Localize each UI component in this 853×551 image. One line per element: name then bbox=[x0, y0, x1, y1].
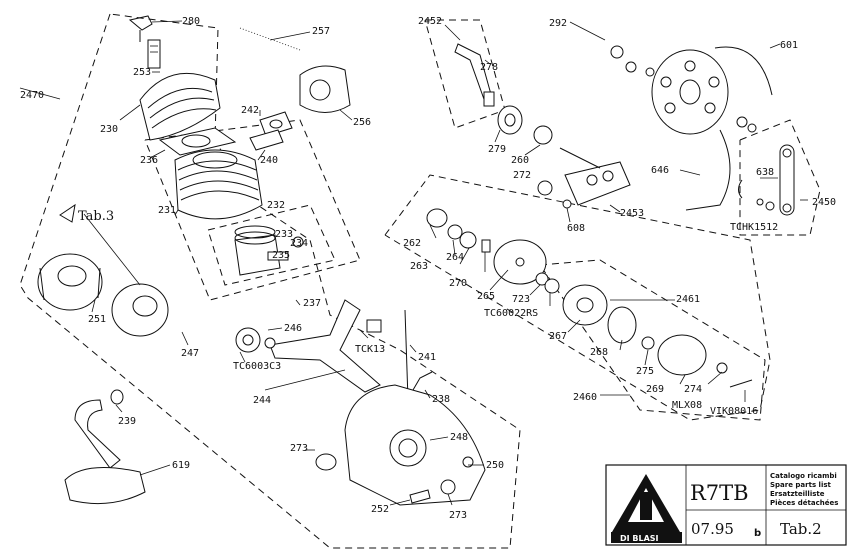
label-256: 256 bbox=[353, 117, 371, 128]
label-246: 246 bbox=[284, 323, 302, 334]
label-2460: 2460 bbox=[573, 392, 597, 403]
intake-gasket-part bbox=[249, 111, 293, 151]
label-tck13: TCK13 bbox=[355, 344, 385, 355]
part-labels: 280 257 2452 292 601 253 278 2470 256 23… bbox=[20, 16, 836, 521]
label-tc60022rs: TC60022RS bbox=[484, 308, 538, 319]
label-250: 250 bbox=[486, 460, 504, 471]
label-252: 252 bbox=[371, 504, 389, 515]
catalog-line-3: Ersatzteilliste bbox=[770, 490, 825, 498]
label-251: 251 bbox=[88, 314, 106, 325]
label-248: 248 bbox=[450, 432, 468, 443]
chain-tensioner-part bbox=[738, 144, 795, 216]
label-273-lower: 273 bbox=[449, 510, 467, 521]
label-269: 269 bbox=[646, 384, 664, 395]
label-272: 272 bbox=[513, 170, 531, 181]
label-234: 234 bbox=[290, 238, 308, 249]
label-262: 262 bbox=[403, 238, 421, 249]
crankshaft-part bbox=[235, 299, 409, 401]
label-247: 247 bbox=[181, 348, 199, 359]
label-237: 237 bbox=[303, 298, 321, 309]
label-tc6003c3: TC6003C3 bbox=[233, 361, 281, 372]
spark-plug-part bbox=[128, 15, 161, 69]
catalog-line-1: Catalogo ricambi bbox=[770, 472, 837, 480]
label-646: 646 bbox=[651, 165, 669, 176]
label-280: 280 bbox=[182, 16, 200, 27]
label-2453: 2453 bbox=[620, 208, 644, 219]
cylinder-head-part bbox=[139, 72, 221, 141]
label-267: 267 bbox=[549, 331, 567, 342]
edition-suffix: b bbox=[754, 528, 761, 539]
leader-lines bbox=[19, 20, 808, 506]
cylinder-part bbox=[174, 149, 263, 220]
label-235: 235 bbox=[272, 250, 290, 261]
crankcase-part bbox=[315, 371, 486, 506]
tab3-reference: Tab.3 bbox=[78, 209, 114, 224]
table-number: Tab.2 bbox=[780, 520, 822, 538]
transmission-part bbox=[426, 208, 753, 388]
label-619: 619 bbox=[172, 460, 190, 471]
label-264: 264 bbox=[446, 252, 464, 263]
exhaust-part bbox=[64, 389, 146, 505]
label-257: 257 bbox=[312, 26, 330, 37]
di-blasi-logo: DI BLASI bbox=[611, 474, 682, 543]
label-2452: 2452 bbox=[418, 16, 442, 27]
label-242: 242 bbox=[241, 105, 259, 116]
label-263: 263 bbox=[410, 261, 428, 272]
label-238: 238 bbox=[432, 394, 450, 405]
label-268: 268 bbox=[590, 347, 608, 358]
label-601: 601 bbox=[780, 40, 798, 51]
label-638: 638 bbox=[756, 167, 774, 178]
title-block: DI BLASI R7TB Catalogo ricambi Spare par… bbox=[605, 464, 847, 546]
label-2450: 2450 bbox=[812, 197, 836, 208]
label-278: 278 bbox=[480, 62, 498, 73]
label-mlx08: MLX08 bbox=[672, 400, 702, 411]
label-241: 241 bbox=[418, 352, 436, 363]
label-vik08016: VIK08016 bbox=[710, 406, 758, 417]
logo-text: DI BLASI bbox=[620, 534, 659, 543]
label-265: 265 bbox=[477, 291, 495, 302]
piston-part bbox=[234, 225, 304, 276]
label-253: 253 bbox=[133, 67, 151, 78]
label-2461: 2461 bbox=[676, 294, 700, 305]
catalog-line-2: Spare parts list bbox=[770, 481, 832, 489]
kickstart-part bbox=[454, 43, 572, 209]
label-608: 608 bbox=[567, 223, 585, 234]
label-tchk1512: TCHK1512 bbox=[730, 222, 778, 233]
label-292: 292 bbox=[549, 18, 567, 29]
label-270: 270 bbox=[449, 278, 467, 289]
label-239: 239 bbox=[118, 416, 136, 427]
label-230: 230 bbox=[100, 124, 118, 135]
head-gasket-part bbox=[158, 127, 237, 156]
label-274: 274 bbox=[684, 384, 702, 395]
model-code: R7TB bbox=[690, 481, 749, 505]
label-231: 231 bbox=[158, 205, 176, 216]
label-244: 244 bbox=[253, 395, 271, 406]
label-723: 723 bbox=[512, 294, 530, 305]
label-2470: 2470 bbox=[20, 90, 44, 101]
label-236: 236 bbox=[140, 155, 158, 166]
flywheel-part bbox=[37, 203, 169, 337]
edition-date: 07.95 bbox=[691, 520, 734, 538]
label-240: 240 bbox=[260, 155, 278, 166]
label-273-upper: 273 bbox=[290, 443, 308, 454]
label-275: 275 bbox=[636, 366, 654, 377]
label-232: 232 bbox=[267, 200, 285, 211]
label-279: 279 bbox=[488, 144, 506, 155]
rear-hub-part bbox=[610, 45, 773, 211]
sector-gear-part bbox=[559, 147, 631, 206]
catalog-line-4: Pièces détachées bbox=[770, 499, 838, 507]
label-233: 233 bbox=[275, 229, 293, 240]
label-260: 260 bbox=[511, 155, 529, 166]
carburettor-part bbox=[239, 27, 351, 113]
